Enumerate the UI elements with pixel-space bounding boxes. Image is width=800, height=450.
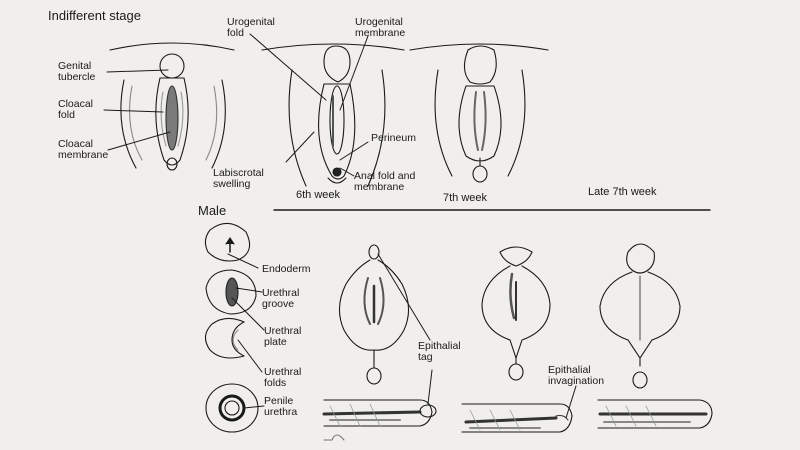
labioscrotal-swelling-label: Labiscrotal swelling: [213, 167, 264, 190]
male-late-week7-drawing: [599, 243, 681, 389]
genital-tubercle-label: Genital tubercle: [58, 60, 96, 83]
cloacal-membrane-label: Cloacal membrane: [58, 138, 109, 161]
cloacal-fold-label: Cloacal fold: [58, 98, 94, 121]
penile-urethra-label: Penile urethra: [264, 395, 298, 418]
male-title: Male: [198, 203, 227, 218]
urethral-plate-label: Urethral plate: [264, 325, 302, 348]
sagittal-section-1: [322, 399, 437, 441]
leader-lines: [103, 33, 577, 419]
indifferent-stage-title: Indifferent stage: [48, 8, 141, 23]
indifferent-stage-drawing: [109, 42, 235, 171]
late-week7-caption: Late 7th week: [588, 186, 657, 198]
week6-caption: 6th week: [296, 189, 341, 201]
male-cross-sections: [204, 222, 259, 433]
anal-fold-membrane-label: Anal fold and membrane: [354, 170, 416, 193]
urogenital-membrane-label: Urogenital membrane: [355, 16, 406, 39]
urethral-folds-label: Urethral folds: [264, 366, 302, 389]
endoderm-label: Endoderm: [262, 263, 311, 275]
week7-caption: 7th week: [443, 192, 488, 204]
male-week7-drawing: [481, 246, 551, 381]
sagittal-section-3: [597, 399, 713, 429]
epithelial-invagination-label: Epithalial invagination: [548, 364, 605, 387]
week7-drawing: [409, 43, 549, 183]
perineum-label: Perineum: [371, 132, 416, 144]
epithelial-tag-label: Epithalial tag: [418, 340, 461, 363]
male-week6-drawing: [338, 244, 410, 385]
week6-drawing: [261, 43, 405, 187]
urogenital-fold-label: Urogenital fold: [227, 16, 275, 39]
urethral-groove-label: Urethral groove: [262, 287, 300, 310]
sagittal-section-2: [461, 403, 573, 433]
